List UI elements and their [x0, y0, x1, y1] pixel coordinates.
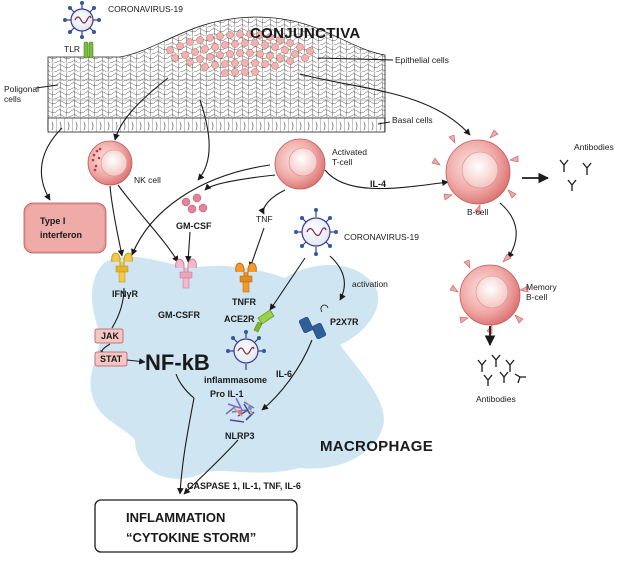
memory-b-cell-icon: [449, 253, 529, 335]
memory-b-cell-label: Memory B-cell: [526, 282, 559, 302]
tlr-label: TLR: [64, 44, 80, 54]
macrophage-body: [90, 256, 384, 479]
b-cell-icon: [431, 129, 519, 215]
antibodies-top-icon: [559, 159, 592, 191]
il6-label: IL-6: [276, 369, 292, 379]
conjunctiva-title: CONJUNCTIVA: [250, 25, 361, 42]
conjunctiva-tissue: [47, 16, 386, 133]
tnfr-label: TNFR: [232, 297, 256, 307]
gm-csfr-receptor-icon: [175, 258, 197, 289]
nfkb-label: NF-kB: [145, 350, 210, 375]
inflammation-label: INFLAMMATION: [126, 510, 225, 525]
coronavirus-mid-label: CORONAVIRUS-19: [344, 232, 419, 242]
jak-label: JAK: [101, 331, 120, 341]
stat-box: [94, 351, 128, 367]
ifngr-receptor-icon: [111, 252, 133, 283]
antibodies-bottom-icon: [477, 354, 526, 386]
activated-t-cell-label: Activated T-cell: [332, 147, 369, 167]
ifngr-label: IFNγR: [112, 289, 139, 299]
coronavirus-mid-icon: [294, 208, 338, 256]
type1-interferon-label: Type I interferon: [40, 216, 82, 240]
coronavirus-top-label: CORONAVIRUS-19: [108, 4, 183, 14]
tnf-label: TNF: [256, 214, 273, 224]
macrophage-title: MACROPHAGE: [320, 438, 433, 455]
cascade-label: CASPASE 1, IL-1, TNF, IL-6: [187, 481, 301, 491]
activation-label: activation: [352, 279, 388, 289]
jak-box: [94, 328, 124, 344]
nlrp3-icon: [225, 397, 255, 423]
gm-csf-icon: [181, 193, 208, 214]
ace2r-receptor-icon: [253, 309, 275, 333]
p2x7r-receptor-icon: [298, 304, 329, 340]
tnfr-receptor-icon: [235, 262, 257, 293]
poligonal-cells-label: Poligonal cells: [4, 84, 41, 104]
tlr-receptor-icon: [83, 41, 94, 59]
b-cell-label: B-cell: [467, 207, 488, 217]
antibodies-top-label: Antibodies: [574, 142, 614, 152]
gm-csfr-label: GM-CSFR: [158, 310, 200, 320]
antibodies-bottom-label: Antibodies: [476, 394, 516, 404]
type1-interferon-box: [23, 202, 107, 254]
basal-cells-label: Basal cells: [392, 115, 433, 125]
p2x7r-label: P2X7R: [330, 317, 359, 327]
inflammation-box: [94, 499, 298, 553]
pro-il1-label: Pro IL-1: [210, 389, 244, 399]
nk-cell-label: NK cell: [134, 175, 161, 185]
inflammasome-label: inflammasome: [204, 375, 267, 385]
ace2r-label: ACE2R: [224, 314, 255, 324]
activated-t-cell-icon: [274, 138, 326, 190]
nk-cell-icon: [87, 140, 133, 186]
gm-csf-label: GM-CSF: [176, 221, 212, 231]
inflammasome-virus-icon: [226, 330, 266, 370]
il4-label: IL-4: [370, 179, 386, 189]
epithelial-cells-label: Epithelial cells: [395, 55, 449, 65]
nlrp3-label: NLRP3: [225, 431, 255, 441]
cytokine-storm-label: “CYTOKINE STORM”: [126, 530, 256, 545]
coronavirus-icon: [63, 1, 101, 39]
stat-label: STAT: [100, 354, 123, 364]
